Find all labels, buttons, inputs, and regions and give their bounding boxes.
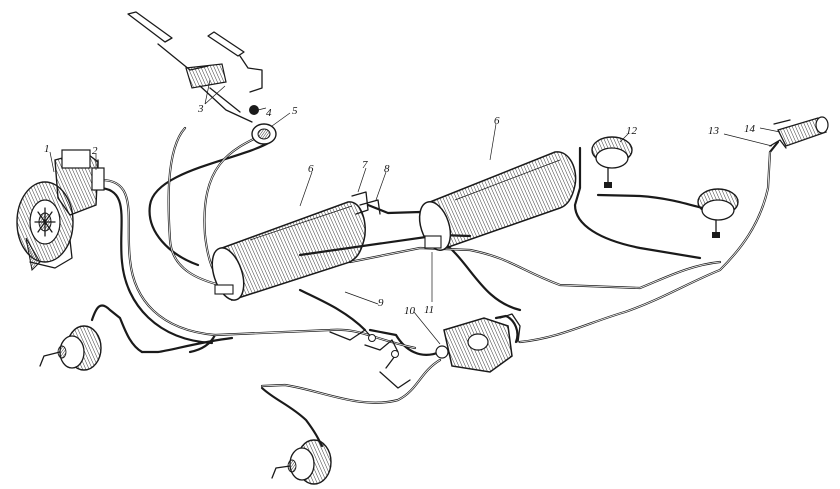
callout-11: 11: [424, 304, 434, 316]
air-tank-right: [418, 151, 577, 251]
callout-7: 7: [362, 159, 368, 171]
callout-2: 2: [92, 145, 98, 157]
callout-4: 4: [266, 107, 272, 119]
pressure-regulator: [91, 159, 105, 191]
callout-labels: 1 2 3 4 5 6 6 7 8 9 10 11 12 13 14: [44, 103, 756, 317]
callout-14: 14: [744, 123, 756, 135]
air-tank-left: [211, 191, 381, 301]
pressure-gauge: [251, 123, 277, 145]
compressor: [16, 149, 99, 272]
brake-valve: [435, 313, 521, 373]
callout-6-right-tank: 6: [494, 115, 500, 127]
coupling-head: [769, 116, 829, 149]
callout-8: 8: [384, 163, 390, 175]
callout-6-left-tank: 6: [308, 163, 314, 175]
callout-1: 1: [44, 143, 50, 155]
valve-linkage: [329, 329, 411, 389]
callout-9: 9: [378, 297, 384, 309]
callout-13: 13: [708, 125, 720, 137]
brake-chamber-rear-right-lower: [697, 188, 739, 238]
brake-chamber-rear-right-upper: [591, 136, 633, 188]
brake-pedal-assembly: [127, 11, 263, 123]
brake-chamber-front-left: [39, 325, 102, 371]
callout-5: 5: [292, 105, 298, 117]
leader-lines: [49, 79, 781, 345]
callout-10: 10: [404, 305, 416, 317]
callout-3: 3: [197, 103, 204, 115]
air-pipelines: [90, 126, 780, 448]
brake-chamber-rear-left: [271, 439, 332, 485]
callout-12: 12: [626, 125, 638, 137]
